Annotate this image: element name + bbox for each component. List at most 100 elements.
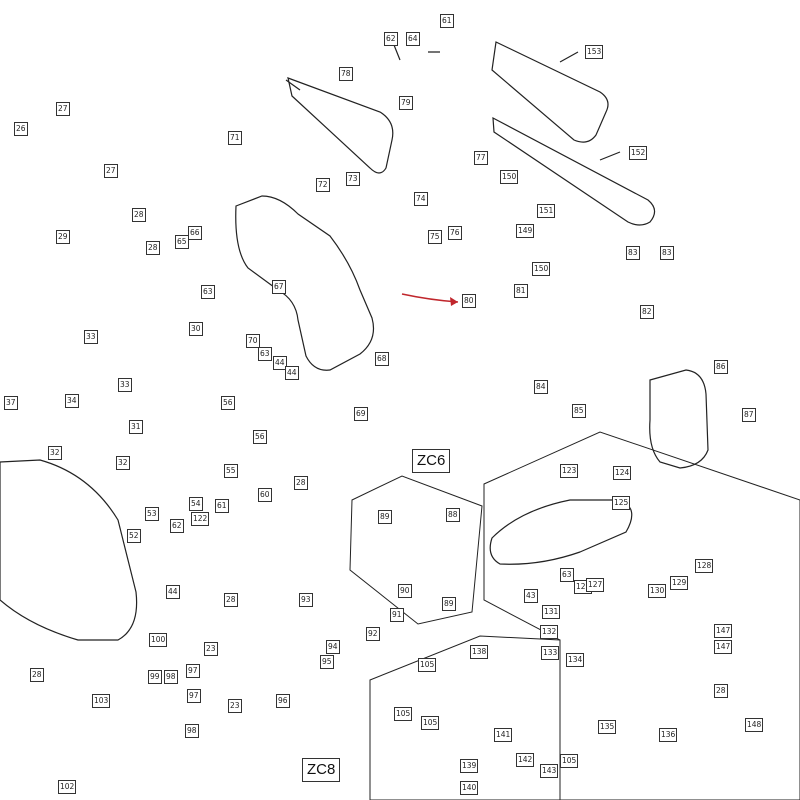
callout: 94 — [326, 640, 340, 654]
callout: 92 — [366, 627, 380, 641]
callout: 28 — [146, 241, 160, 255]
callout: 61 — [440, 14, 454, 28]
callout: 66 — [188, 226, 202, 240]
callout: 152 — [629, 146, 648, 160]
callout: 28 — [30, 668, 44, 682]
callout: 28 — [294, 476, 308, 490]
callout: 68 — [375, 352, 389, 366]
callout: 74 — [414, 192, 428, 206]
main-housing — [235, 195, 375, 371]
callout: 128 — [695, 559, 714, 573]
callout: 90 — [398, 584, 412, 598]
callout: 140 — [460, 781, 479, 795]
leader-lines — [285, 39, 621, 161]
callout: 141 — [494, 728, 513, 742]
callout: 91 — [390, 608, 404, 622]
callout: 105 — [560, 754, 579, 768]
chain-brake-cover — [489, 499, 633, 565]
callout: 102 — [58, 780, 77, 794]
callout: 87 — [742, 408, 756, 422]
callout: 100 — [149, 633, 168, 647]
callout: 53 — [145, 507, 159, 521]
callout: 86 — [714, 360, 728, 374]
callout: 43 — [524, 589, 538, 603]
callout: 34 — [65, 394, 79, 408]
callout: 142 — [516, 753, 535, 767]
callout: 61 — [215, 499, 229, 513]
callout: 150 — [500, 170, 519, 184]
callout: 103 — [92, 694, 111, 708]
callout: 153 — [585, 45, 604, 59]
callout: 133 — [541, 646, 560, 660]
callout: 54 — [189, 497, 203, 511]
callout: 143 — [540, 764, 559, 778]
callout: 64 — [406, 32, 420, 46]
top-handle — [287, 77, 394, 174]
callout: 127 — [586, 578, 605, 592]
callout: 135 — [598, 720, 617, 734]
callout: 32 — [116, 456, 130, 470]
callout: 63 — [201, 285, 215, 299]
callout: 129 — [670, 576, 689, 590]
callout: 72 — [316, 178, 330, 192]
callout: 95 — [320, 655, 334, 669]
callout: 151 — [537, 204, 556, 218]
callout: 125 — [612, 496, 631, 510]
callout: 60 — [258, 488, 272, 502]
callout: 85 — [572, 404, 586, 418]
callout: 80 — [462, 294, 476, 308]
callout: 28 — [714, 684, 728, 698]
callout: 98 — [185, 724, 199, 738]
callout: 71 — [228, 131, 242, 145]
callout: 124 — [613, 466, 632, 480]
callout: 32 — [48, 446, 62, 460]
callout: 139 — [460, 759, 479, 773]
callout: 147 — [714, 624, 733, 638]
guide-bar-top-cover — [491, 41, 609, 143]
callout: 37 — [4, 396, 18, 410]
group-label-zc6: ZC6 — [412, 449, 451, 473]
callout: 99 — [148, 670, 162, 684]
callout: 89 — [442, 597, 456, 611]
air-filter-cover — [649, 369, 709, 469]
pointer-arrow-head — [450, 297, 458, 306]
callout: 138 — [470, 645, 489, 659]
callout: 56 — [253, 430, 267, 444]
callout: 23 — [204, 642, 218, 656]
callout: 105 — [418, 658, 437, 672]
engine-crankcase — [0, 459, 138, 641]
callout: 82 — [640, 305, 654, 319]
pointer-arrow-line — [401, 293, 459, 303]
callout: 96 — [276, 694, 290, 708]
callout: 130 — [648, 584, 667, 598]
callout: 105 — [394, 707, 413, 721]
callout: 33 — [118, 378, 132, 392]
callout: 147 — [714, 640, 733, 654]
callout: 89 — [378, 510, 392, 524]
callout: 150 — [532, 262, 551, 276]
callout: 65 — [175, 235, 189, 249]
callout: 148 — [745, 718, 764, 732]
callout: 83 — [660, 246, 674, 260]
callout: 44 — [285, 366, 299, 380]
callout: 149 — [516, 224, 535, 238]
guide-bar — [492, 116, 656, 226]
callout: 97 — [187, 689, 201, 703]
callout: 62 — [170, 519, 184, 533]
callout: 30 — [189, 322, 203, 336]
callout: 52 — [127, 529, 141, 543]
callout: 75 — [428, 230, 442, 244]
callout: 79 — [399, 96, 413, 110]
callout: 98 — [164, 670, 178, 684]
callout: 134 — [566, 653, 585, 667]
callout: 33 — [84, 330, 98, 344]
callout: 44 — [166, 585, 180, 599]
callout: 122 — [191, 512, 210, 526]
callout: 97 — [186, 664, 200, 678]
callout: 81 — [514, 284, 528, 298]
callout: 76 — [448, 226, 462, 240]
callout: 93 — [299, 593, 313, 607]
callout: 56 — [221, 396, 235, 410]
